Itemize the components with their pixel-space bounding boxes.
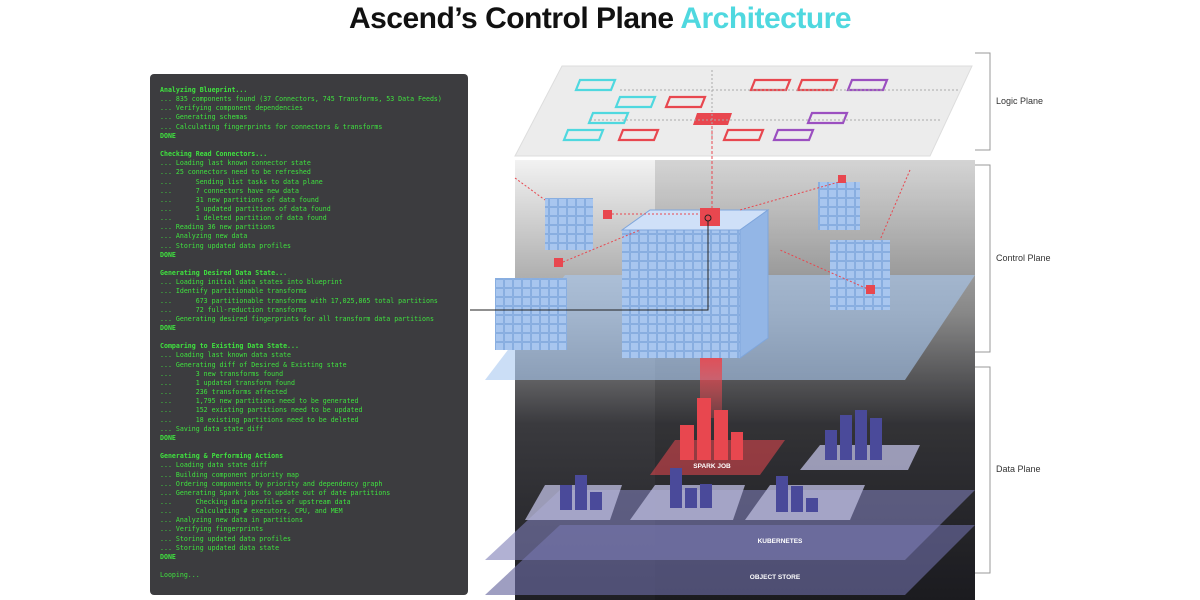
log-line: ... Identify partitionable transforms — [160, 287, 307, 296]
log-line: ... Analyzing new data in partitions — [160, 516, 303, 525]
data-cubes — [470, 169, 911, 359]
log-line: ... 72 full-reduction transforms — [160, 305, 307, 314]
log-line: ... Generating diff of Desired & Existin… — [160, 360, 347, 369]
log-line: ... Building component priority map — [160, 470, 299, 479]
kubernetes-label: KUBERNETES — [758, 538, 803, 545]
cube — [622, 230, 740, 358]
page-title: Ascend’s Control Plane Architecture — [0, 2, 1200, 36]
log-line: ... 1 updated transform found — [160, 378, 295, 387]
terminal-log: Analyzing Blueprint...... 835 components… — [150, 74, 468, 595]
log-line: ... Checking data profiles of upstream d… — [160, 497, 351, 506]
cube — [830, 240, 890, 310]
log-done: DONE — [160, 552, 176, 561]
log-line: ... 1 deleted partition of data found — [160, 214, 327, 223]
log-done: DONE — [160, 324, 176, 333]
log-section-header: Analyzing Blueprint... — [160, 86, 248, 94]
title-accent: Architecture — [680, 2, 852, 35]
log-line: ... 236 transforms affected — [160, 388, 288, 397]
log-done: DONE — [160, 131, 176, 140]
log-line: ... Ordering components by priority and … — [160, 479, 383, 488]
log-line: ... Calculating fingerprints for connect… — [160, 122, 383, 131]
data-plane-layers: SPARK JOB KUBERNETES OBJECT STORE — [485, 398, 975, 595]
control-plane-label: Control Plane — [996, 253, 1051, 263]
log-line: ... Generating Spark jobs to update out … — [160, 488, 391, 497]
log-section-header: Generating & Performing Actions — [160, 452, 284, 461]
log-line: ... Verifying fingerprints — [160, 525, 264, 534]
log-done: DONE — [160, 433, 176, 442]
log-line: ... 835 components found (37 Connectors,… — [160, 95, 442, 104]
log-line: ... 18 existing partitions need to be de… — [160, 415, 359, 424]
data-plane-label: Data Plane — [996, 464, 1041, 474]
cube — [545, 198, 593, 250]
log-line: ... Storing updated data profiles — [160, 241, 292, 250]
cube — [495, 278, 567, 350]
log-line: ... Analyzing new data — [160, 232, 248, 241]
log-footer: Looping... — [160, 571, 200, 580]
log-line: ... Loading last known data state — [160, 351, 292, 360]
log-line: ... Loading initial data states into blu… — [160, 278, 343, 287]
log-section-header: Generating Desired Data State... — [160, 269, 288, 278]
log-line: ... 3 new transforms found — [160, 369, 284, 378]
plane-brackets — [975, 52, 991, 574]
log-line: ... 673 partitionable transforms with 17… — [160, 296, 438, 305]
log-line: ... 5 updated partitions of data found — [160, 205, 331, 214]
log-line: ... 1,795 new partitions need to be gene… — [160, 397, 359, 406]
logic-plane-label: Logic Plane — [996, 96, 1044, 106]
log-line: ... 152 existing partitions need to be u… — [160, 406, 363, 415]
log-section-header: Comparing to Existing Data State... — [160, 342, 299, 351]
log-line: ... 31 new partitions of data found — [160, 195, 319, 204]
object-store-label: OBJECT STORE — [750, 574, 801, 581]
log-line: ... Storing updated data state — [160, 543, 280, 552]
log-line: ... Verifying component dependencies — [160, 104, 303, 113]
log-line: ... Calculating # executors, CPU, and ME… — [160, 507, 343, 516]
log-line: ... Reading 36 new partitions — [160, 223, 276, 232]
log-line: ... Generating schemas — [160, 113, 248, 122]
log-done: DONE — [160, 250, 176, 259]
log-line: ... Loading last known connector state — [160, 159, 311, 168]
spark-job-label: SPARK JOB — [693, 463, 731, 470]
log-line: ... 7 connectors have new data — [160, 186, 299, 195]
log-line: ... Saving data state diff — [160, 424, 264, 433]
log-line: ... Storing updated data profiles — [160, 534, 292, 543]
log-section-header: Checking Read Connectors... — [160, 150, 268, 159]
log-line: ... Generating desired fingerprints for … — [160, 314, 434, 323]
title-main: Ascend’s Control Plane — [348, 2, 674, 35]
log-line: ... Loading data state diff — [160, 461, 268, 470]
log-line: ... 25 connectors need to be refreshed — [160, 168, 311, 177]
logic-plane — [514, 65, 973, 208]
cube — [818, 182, 860, 230]
log-line: ... Sending list tasks to data plane — [160, 177, 323, 186]
